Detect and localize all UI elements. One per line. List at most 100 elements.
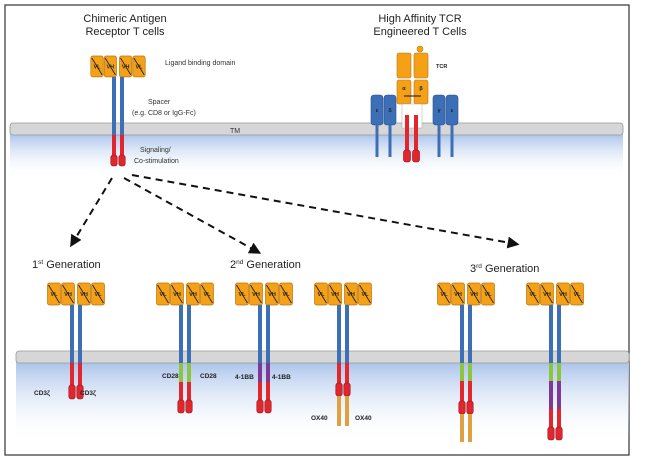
linker-line — [482, 284, 494, 304]
red-signaling-segment — [179, 382, 183, 400]
vh-label: VH — [64, 292, 72, 298]
green-signaling-segment — [460, 363, 464, 381]
green-signaling-segment — [557, 363, 561, 381]
cd3-epsilon-right-tail — [450, 125, 454, 157]
red-signaling-segment — [266, 382, 270, 400]
tm-label: TM — [230, 128, 240, 135]
cd3z-signaling-pill — [555, 426, 563, 441]
vl-label: VL — [50, 292, 58, 298]
spacer-strand — [337, 305, 341, 363]
linker-line — [359, 284, 371, 304]
tcr-label: TCR — [436, 64, 447, 70]
red-signaling-segment — [468, 381, 472, 401]
linker-line — [92, 284, 104, 304]
spacer-strand — [70, 305, 74, 363]
cd3z-signaling-pill — [458, 400, 466, 415]
cd3z-signaling-pill — [177, 399, 185, 414]
tan-signaling-segment — [468, 414, 472, 442]
spacer-strand — [266, 305, 270, 363]
linker-line — [133, 57, 145, 76]
linker-line — [236, 284, 248, 304]
red-signaling-segment — [345, 363, 349, 383]
linker-line — [62, 284, 74, 304]
vh-label: VH — [347, 292, 355, 298]
linker-line — [452, 284, 464, 304]
vh-label: VH — [331, 292, 339, 298]
red-signaling-segment — [549, 409, 553, 427]
linker-line — [104, 57, 116, 76]
4-1bb-label-right: 4-1BB — [272, 374, 291, 381]
linker-line — [280, 284, 292, 304]
vl-label: VL — [159, 292, 167, 298]
vh-label: VH — [107, 64, 115, 70]
bottom-cytoplasm — [16, 362, 629, 442]
linker-line — [187, 284, 199, 304]
zeta-pill-right — [412, 149, 420, 163]
green-signaling-segment — [468, 363, 472, 381]
top-membrane — [9, 122, 624, 136]
vh-label: VH — [268, 292, 276, 298]
cd3z-signaling-pill — [110, 154, 118, 167]
red-signaling-segment — [120, 135, 124, 155]
car-title-line1: Chimeric Antigen — [83, 13, 166, 25]
purple-signaling-segment — [557, 381, 561, 409]
vl-label: VL — [136, 64, 144, 70]
linker-line — [527, 284, 539, 304]
spacer-strand — [460, 305, 464, 363]
vh-label: VH — [252, 292, 260, 298]
vl-label: VL — [93, 64, 101, 70]
cd3z-signaling-pill — [68, 384, 76, 400]
red-signaling-segment — [258, 382, 262, 400]
linker-line — [315, 284, 327, 304]
vl-label: VL — [317, 292, 325, 298]
cd3z-label-left: CD3ζ — [34, 390, 50, 397]
vl-label: VL — [484, 292, 492, 298]
bottom-membrane — [15, 350, 630, 364]
linker-line — [345, 284, 357, 304]
linker-line — [329, 284, 341, 304]
linker-line — [468, 284, 480, 304]
zeta-strand-left — [405, 115, 409, 151]
green-signaling-segment — [179, 363, 183, 382]
red-signaling-segment — [557, 409, 561, 427]
cd3z-signaling-pill — [185, 399, 193, 414]
vh-label: VH — [559, 292, 567, 298]
cd3-gamma-label: γ — [437, 108, 441, 114]
cd3-gamma-tail — [437, 125, 441, 157]
vl-label: VL — [238, 292, 246, 298]
cd3z-label-right: CD3ζ — [80, 390, 96, 397]
linker-line — [438, 284, 450, 304]
tcr-alpha-lower — [396, 79, 412, 105]
cd3z-signaling-pill — [335, 382, 343, 397]
spacer-strand — [557, 305, 561, 363]
spacer-strand — [549, 305, 553, 363]
ox40-label-left: OX40 — [311, 415, 328, 422]
linker-line — [266, 284, 278, 304]
top-cytoplasm — [10, 134, 623, 178]
vl-label: VL — [203, 292, 211, 298]
first-generation-label: 1st Generation — [32, 259, 101, 271]
tcr-beta-lower — [413, 79, 429, 105]
cd28-label-left: CD28 — [162, 373, 179, 380]
zeta-pill-left — [403, 149, 411, 163]
zeta-strand-right — [414, 115, 418, 151]
cd28-label-right: CD28 — [200, 373, 217, 380]
cd3z-signaling-pill — [343, 382, 351, 397]
purple-signaling-segment — [258, 363, 262, 382]
vh-label: VH — [470, 292, 478, 298]
vh-label: VH — [189, 292, 197, 298]
cd3-delta-tail — [388, 125, 392, 157]
tcr-tip-dot — [416, 45, 424, 53]
red-signaling-segment — [70, 363, 74, 385]
ligand-binding-label: Ligand binding domain — [165, 60, 236, 67]
linker-line — [557, 284, 569, 304]
purple-signaling-segment — [266, 363, 270, 382]
arrow-to-second-generation — [123, 177, 262, 254]
vl-label: VL — [573, 292, 581, 298]
